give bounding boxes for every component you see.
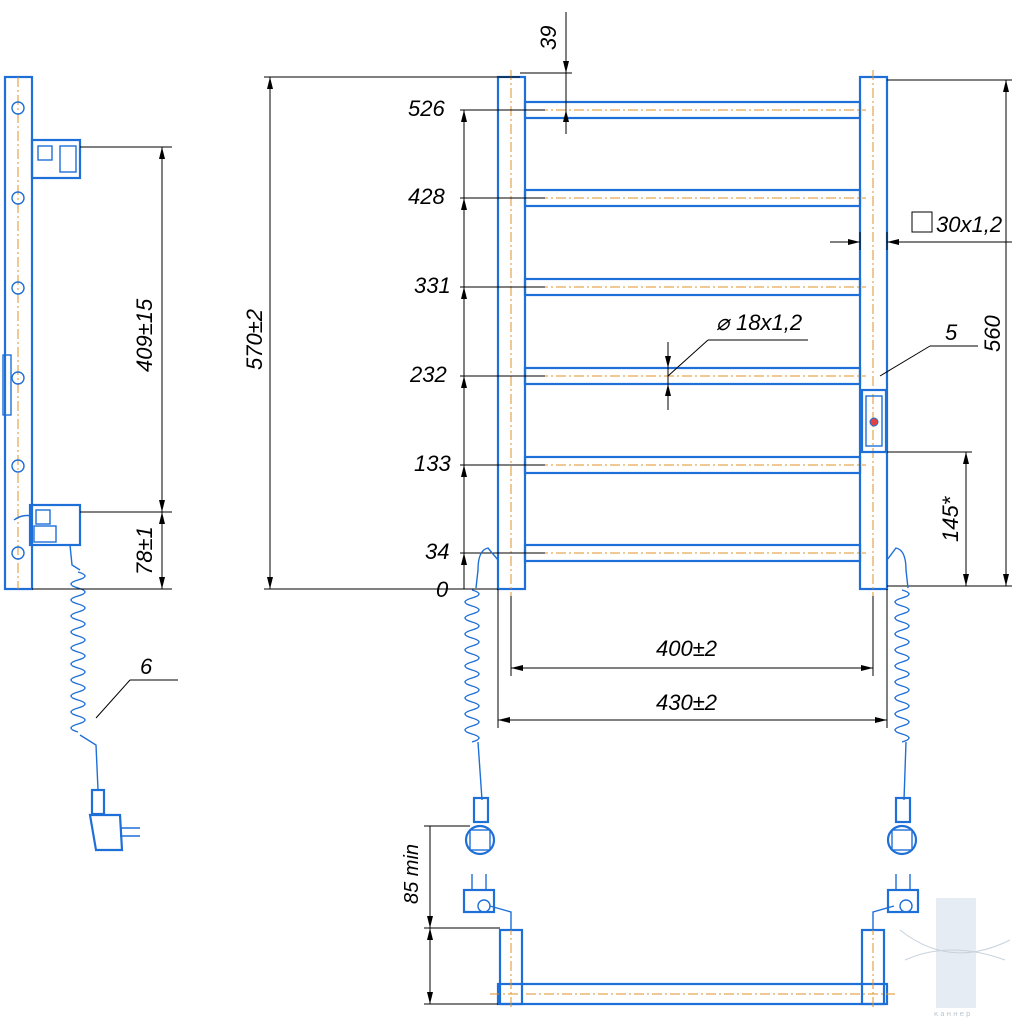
bottom-view: 85 min [401,825,920,1010]
callout-cable: 6 [140,654,153,679]
side-plug [88,788,140,852]
side-top-bracket [30,138,82,180]
dim-width-inner: 400±2 [656,636,717,661]
front-left-cable [464,547,499,801]
callout-heater: 5 [945,320,958,345]
dim-tube-profile: 18x1,2 [736,310,802,335]
level-133: 133 [414,451,451,476]
level-526: 526 [408,96,445,121]
dim-width-outer: 430±2 [656,690,717,715]
dim-heater-offset: 145* [938,495,963,542]
bottom-left-plug [462,874,512,930]
dim-height-total: 570±2 [242,309,267,370]
dim-mount-spacing: 409±15 [132,298,157,372]
square-symbol [911,211,933,233]
right-post [858,75,889,591]
front-left-plug [464,796,496,856]
front-right-cable [886,547,910,801]
side-cable-coil [69,544,99,791]
front-right-plug [886,796,918,856]
watermark-text: каннер [934,1010,972,1018]
left-post [496,75,527,591]
side-bottom-bracket [13,503,82,547]
dim-square-profile: 30x1,2 [936,212,1002,237]
dim-mount-bottom: 78±1 [132,526,157,575]
rungs [520,100,866,563]
heater-switch [860,388,888,454]
side-rung-holes [11,101,25,560]
bottom-right-plug [872,874,920,930]
side-view: 409±15 78±1 6 [2,75,178,852]
level-34: 34 [425,539,449,564]
level-331: 331 [414,273,451,298]
rung-levels: 526 428 331 232 133 34 0 [408,96,545,602]
front-view: 526 428 331 232 133 34 0 570±2 39 560 [242,12,1012,856]
dim-height-frame: 560 [980,315,1005,352]
dim-top-offset: 39 [536,26,561,50]
watermark-logo: каннер [899,898,1011,1018]
level-232: 232 [409,362,447,387]
dim-clearance: 85 min [401,844,423,904]
level-428: 428 [408,184,445,209]
diameter-symbol: ⌀ [716,310,732,335]
